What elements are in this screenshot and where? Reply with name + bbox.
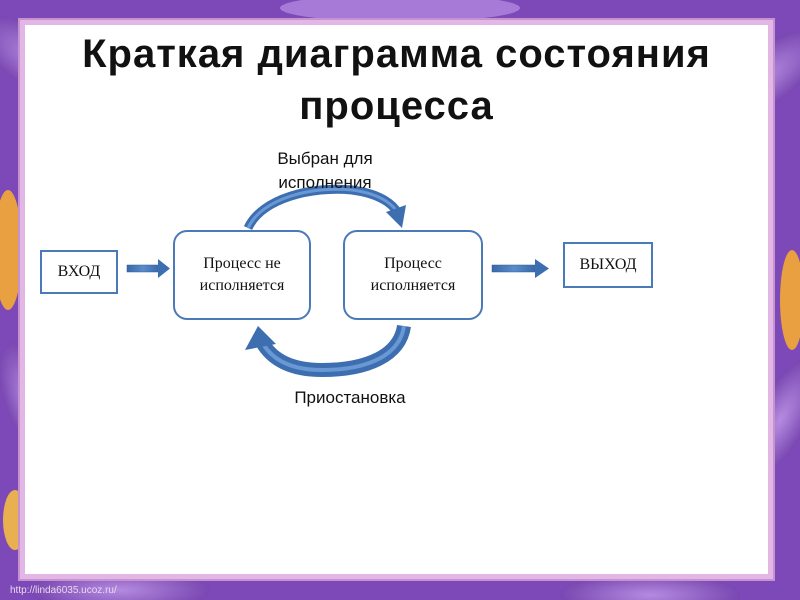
state-not-running-label: Процесс не исполняется [199, 255, 285, 294]
state-running-label: Процесс исполняется [370, 255, 456, 294]
state-not-running: Процесс не исполняется [173, 230, 311, 320]
title-line-1: Краткая диаграмма состояния [82, 32, 711, 76]
pause-label-text: Приостановка [294, 388, 406, 407]
pause-arc-arrow [245, 324, 411, 378]
state-running: Процесс исполняется [343, 230, 483, 320]
output-arrow [491, 259, 549, 278]
output-box-label: ВЫХОД [579, 256, 637, 273]
input-box: ВХОД [40, 250, 118, 294]
input-arrow [126, 259, 170, 278]
input-box-label: ВХОД [57, 263, 101, 280]
dispatch-label: Выбран для исполнения [255, 147, 395, 195]
output-box: ВЫХОД [563, 242, 653, 288]
dispatch-label-text: Выбран для исполнения [277, 149, 373, 192]
dispatch-arc-arrow [243, 184, 406, 231]
title-line-2: процесса [299, 84, 494, 128]
pause-label: Приостановка [270, 386, 430, 410]
footer-url[interactable]: http://linda6035.ucoz.ru/ [10, 585, 117, 596]
slide-title: Краткая диаграмма состояния процесса [25, 28, 768, 132]
